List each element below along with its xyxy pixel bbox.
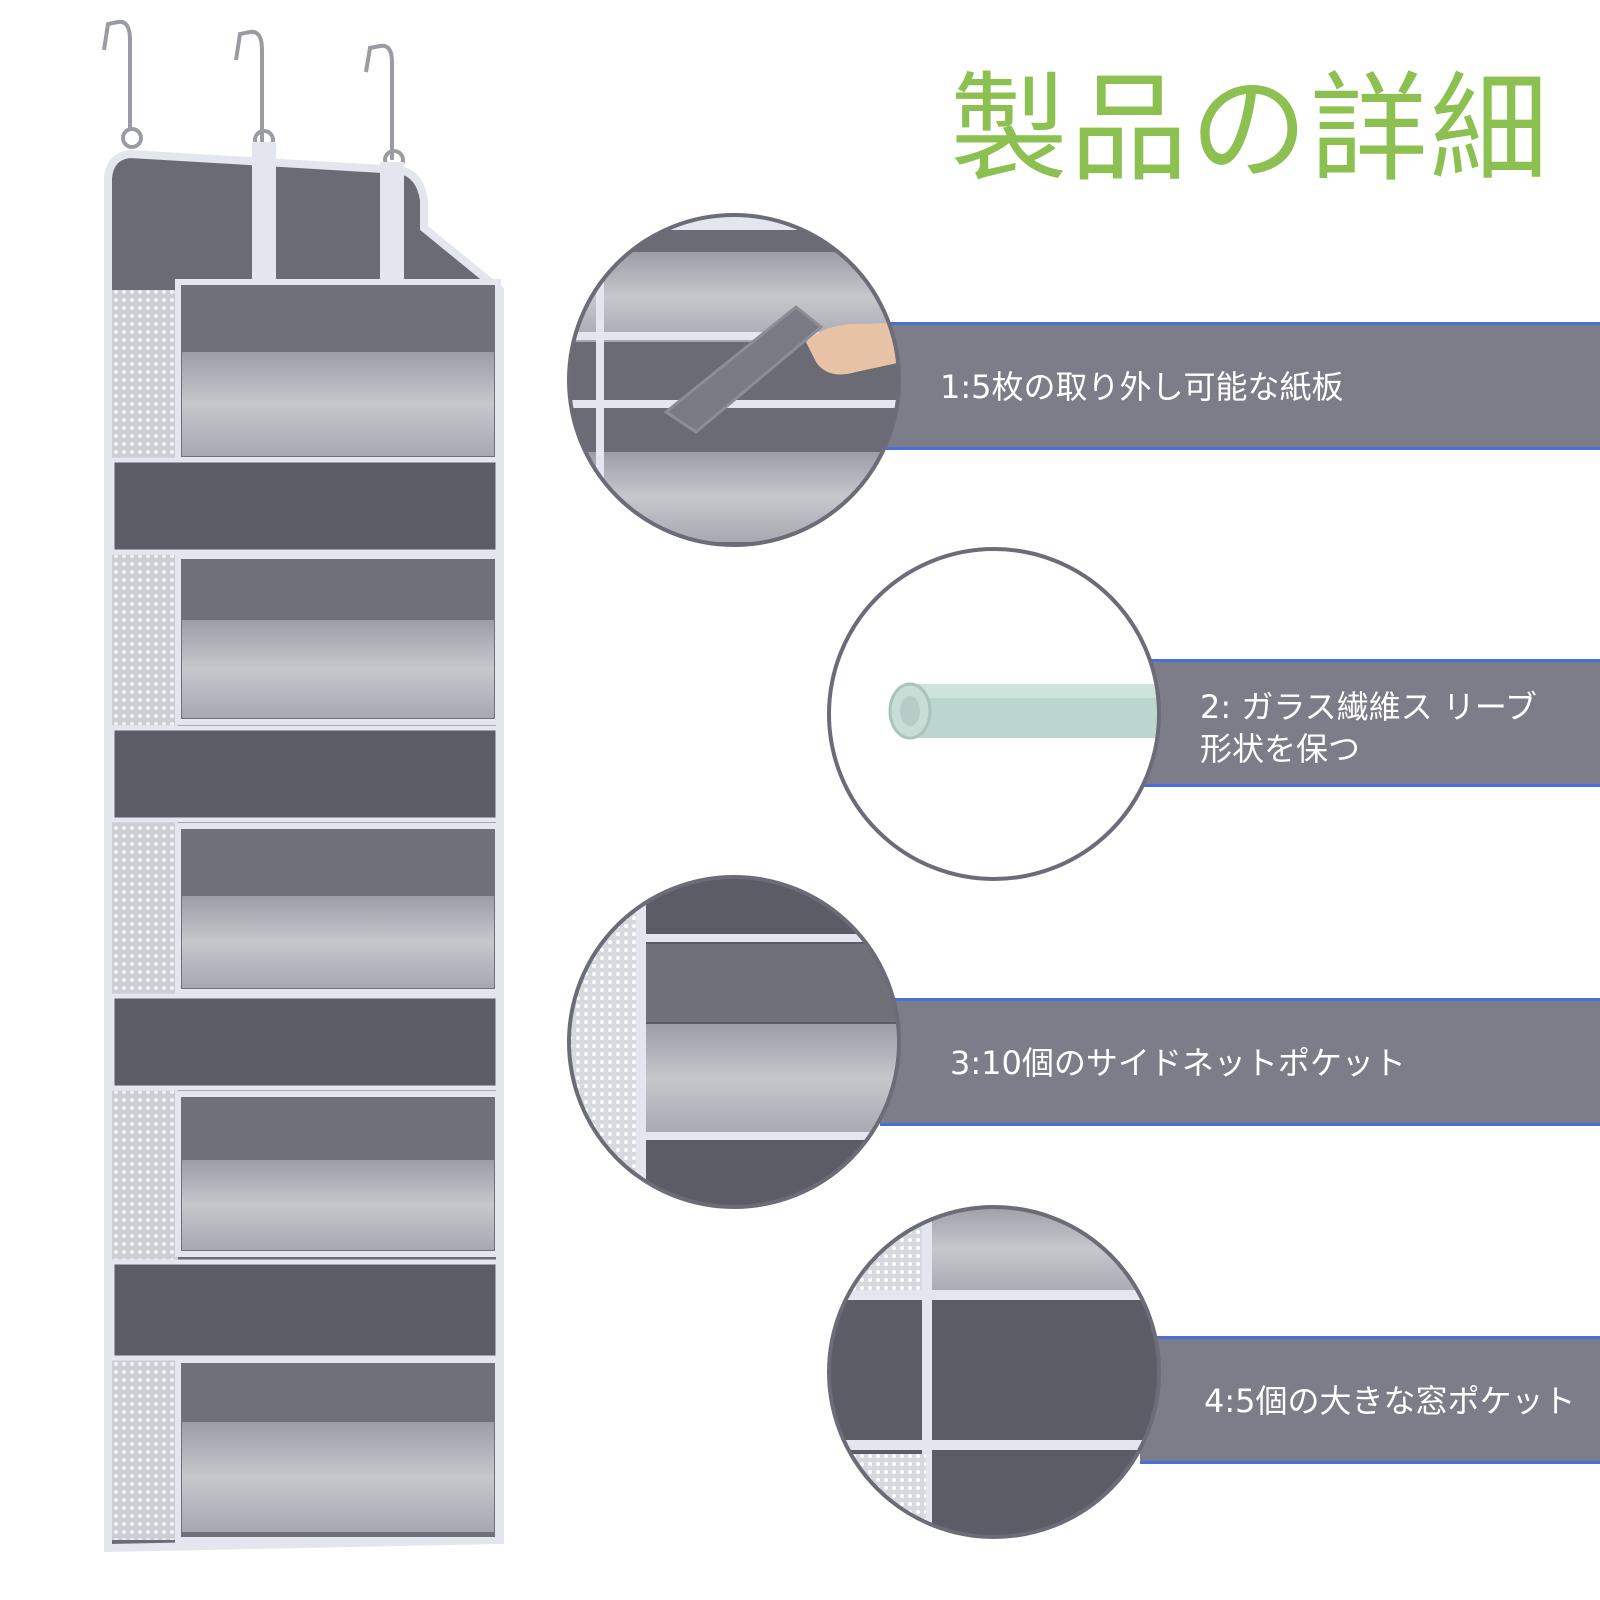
feature-label-3: 3:10個のサイドネットポケット bbox=[950, 1044, 1406, 1082]
page-title: 製品の詳細 bbox=[950, 60, 1551, 198]
feature-label-2b: 形状を保つ bbox=[1200, 730, 1361, 768]
detail-side-net-pockets bbox=[567, 875, 901, 1209]
feature-band-4 bbox=[1140, 1336, 1600, 1464]
detail-fiberglass-rod bbox=[827, 547, 1161, 881]
door-organizer-image bbox=[102, 19, 504, 1553]
feature-label-2a: 2: ガラス繊維ス リーブ bbox=[1200, 688, 1537, 726]
detail-window-pockets bbox=[827, 1205, 1161, 1539]
feature-band-3 bbox=[880, 998, 1600, 1126]
detail-removable-board bbox=[567, 213, 901, 547]
feature-band-1 bbox=[880, 322, 1600, 450]
feature-label-4: 4:5個の大きな窓ポケット bbox=[1204, 1382, 1576, 1420]
feature-label-1: 1:5枚の取り外し可能な紙板 bbox=[940, 368, 1344, 406]
feature-band-2 bbox=[1140, 659, 1600, 787]
